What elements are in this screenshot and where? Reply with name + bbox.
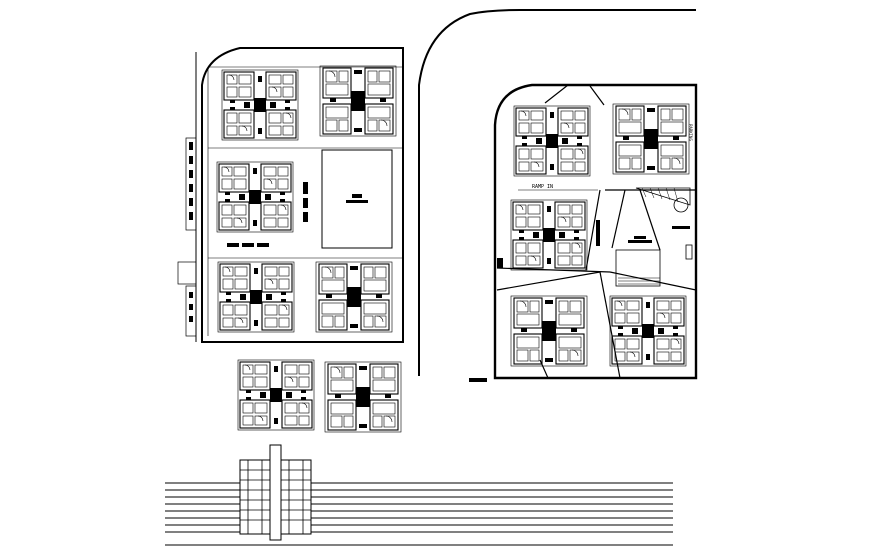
- building-cluster: [510, 295, 588, 367]
- open-courtyard: [321, 149, 393, 249]
- left-site-boundary: [201, 47, 404, 343]
- building-cluster: [217, 261, 295, 333]
- ramp-area: [596, 187, 693, 287]
- building-elevation: [239, 444, 312, 541]
- vertical-note-label: PARKING: [688, 124, 693, 141]
- loose-clusters: [237, 359, 402, 433]
- building-cluster: [513, 105, 591, 177]
- building-cluster: [510, 199, 588, 271]
- road-curve: [418, 9, 696, 376]
- building-cluster: [324, 361, 402, 433]
- building-cluster: [315, 261, 393, 333]
- building-cluster: [609, 295, 687, 367]
- right-site-boundary: [493, 83, 698, 380]
- building-cluster: [612, 103, 690, 175]
- left-site-plan: [177, 47, 404, 343]
- building-cluster: [237, 359, 315, 431]
- scale-bar: [469, 378, 487, 382]
- building-cluster: [319, 65, 397, 137]
- building-cluster: [216, 161, 294, 233]
- building-cluster: [221, 69, 299, 141]
- right-site-plan: RAMP IN PARKING: [493, 83, 698, 380]
- ramp-label: RAMP IN: [532, 184, 553, 190]
